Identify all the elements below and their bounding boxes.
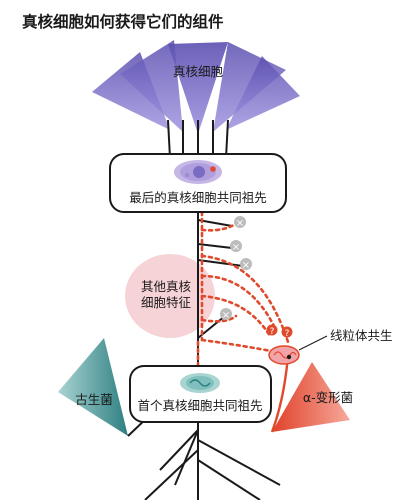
other-features-label-line1: 其他真核: [141, 279, 192, 294]
svg-text:×: ×: [222, 310, 230, 321]
lost-marker: ×: [230, 240, 242, 253]
archaeal-cell-icon: [180, 373, 220, 393]
unknown-marker: ?: [281, 326, 293, 339]
last-common-ancestor-box: 最后的真核细胞共同祖先: [109, 153, 287, 213]
other-features-label-line2: 细胞特征: [141, 295, 192, 310]
eukaryote-cells-fan: [92, 40, 300, 134]
archaea-label: 古生菌: [75, 392, 113, 407]
svg-text:?: ?: [270, 327, 275, 337]
archaea-fan: [58, 338, 128, 436]
other-features-blob: [125, 254, 215, 338]
mito-pointer-line: [298, 335, 328, 351]
diagram-title: 真核细胞如何获得它们的组件: [22, 12, 224, 31]
eukaryote-cell-icon: [174, 160, 222, 184]
svg-text:×: ×: [236, 218, 244, 229]
unknown-marker: ?: [266, 324, 278, 337]
alpha-proteobacteria-fan: [272, 362, 350, 432]
lost-marker: ×: [234, 216, 246, 229]
first-common-ancestor-label: 首个真核细胞共同祖先: [137, 398, 262, 413]
lost-lineage-markers: × × × ×: [220, 216, 252, 321]
mitochondrial-symbiosis-label: 线粒体共生: [330, 328, 393, 343]
first-common-ancestor-box: 首个真核细胞共同祖先: [129, 365, 272, 423]
svg-text:?: ?: [285, 329, 290, 339]
svg-text:×: ×: [232, 242, 240, 253]
svg-text:×: ×: [242, 260, 250, 271]
alpha-proteobacteria-label: α-变形菌: [303, 390, 353, 405]
lost-marker: ×: [240, 258, 252, 271]
unknown-origin-markers: ? ?: [266, 324, 293, 339]
top-branches: [167, 119, 229, 159]
bottom-branches: [127, 414, 281, 500]
last-common-ancestor-label: 最后的真核细胞共同祖先: [129, 190, 267, 205]
lost-marker: ×: [220, 308, 232, 321]
eukaryote-cells-label: 真核细胞: [173, 64, 224, 79]
mitochondrion-icon: [268, 345, 300, 365]
